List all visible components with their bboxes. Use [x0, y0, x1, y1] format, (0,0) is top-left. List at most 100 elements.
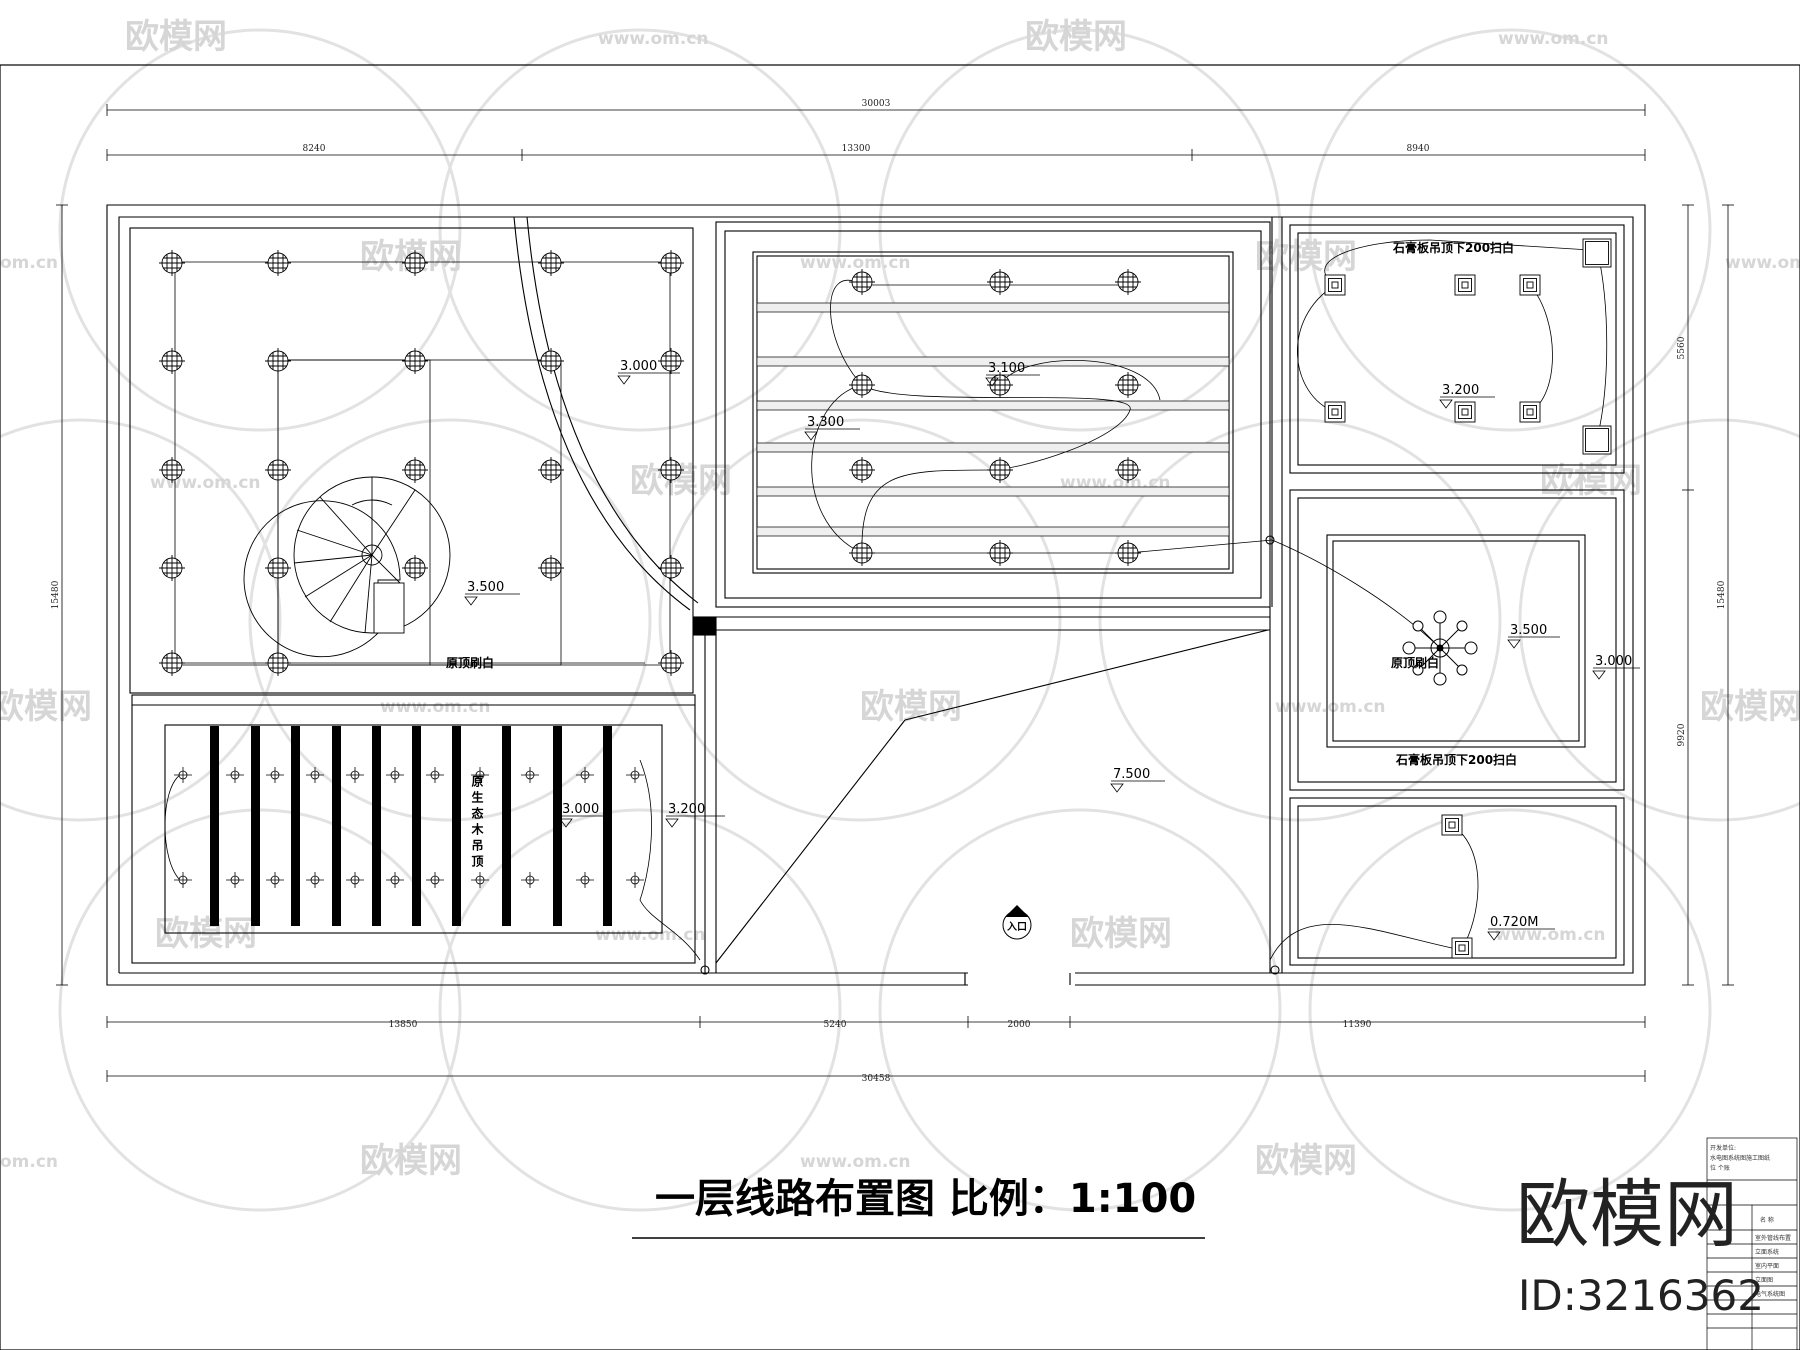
- downlight-icon: [265, 650, 291, 676]
- socket-icon: [386, 767, 404, 783]
- dimension-lines: [56, 104, 1734, 1082]
- downlight-icon: [1115, 372, 1141, 398]
- downlight-icon: [849, 269, 875, 295]
- elev-sw-outer: 3.200: [668, 802, 705, 817]
- dim-top-total: 30003: [862, 99, 891, 109]
- watermark-url: om.cn: [0, 1152, 58, 1172]
- dim-right-lower: 9920: [1677, 723, 1687, 746]
- dim-left: 15480: [51, 580, 61, 609]
- brand-block: 欧模网 ID:3216362: [1516, 1172, 1764, 1320]
- sheet-frame: [0, 64, 1800, 1350]
- downlight-icon: [159, 348, 185, 374]
- socket-icon: [521, 872, 539, 888]
- downlight-icon: [265, 555, 291, 581]
- grille-light-icon: [1582, 238, 1612, 268]
- dim-top-3: 8940: [1407, 144, 1430, 154]
- downlight-icon: [849, 372, 875, 398]
- downlight-icon: [265, 250, 291, 276]
- downlight-icon: [987, 540, 1013, 566]
- chandelier-icon: [1402, 610, 1478, 686]
- watermark-url: www.om.cn: [1725, 253, 1800, 273]
- watermark-url: www.om.cn: [800, 1152, 911, 1172]
- ceiling-notes: 石膏板吊顶下200扫白 石膏板吊顶下200扫白 原顶刷白 原顶刷白 原生态木吊顶: [446, 240, 1517, 871]
- watermark-url: www.om.cn: [380, 697, 491, 717]
- downlight-icon: [265, 457, 291, 483]
- elevation-labels: 3.000 3.500 3.100 3.300 3.200 3.500 3.00…: [467, 359, 1632, 930]
- elev-center-upper: 3.100: [988, 361, 1025, 376]
- watermark-url: www.om.cn: [595, 925, 706, 945]
- dimension-labels: 30003 8240 13300 8940 13850 5240 2000 11…: [51, 99, 1727, 1084]
- watermark-brand: 欧模网: [1025, 17, 1127, 57]
- watermark-url: www.om.cn: [598, 29, 709, 49]
- grille-light-icon: [1451, 937, 1473, 959]
- elevation-marker-icon: [559, 818, 573, 828]
- grille-light-icon: [1582, 425, 1612, 455]
- elev-se-room: 0.720M: [1490, 915, 1538, 930]
- title-block-text: 开发单位: 水电图系统图施工图纸 位 个账 名 称 室外管线布置 立面系统 室内…: [1710, 1144, 1791, 1298]
- note-nw-ceiling: 原顶刷白: [446, 655, 494, 670]
- entrance-label: 入口: [1007, 921, 1027, 933]
- watermark-brand: 欧模网: [360, 1141, 462, 1181]
- socket-icon: [576, 767, 594, 783]
- downlight-icon: [265, 348, 291, 374]
- wood-ceiling-bars: [210, 726, 612, 926]
- elev-east-room: 3.500: [1510, 623, 1547, 638]
- drawing-title: 一层线路布置图 比例：1:100: [632, 1176, 1205, 1239]
- downlight-icon: [849, 457, 875, 483]
- grille-light-icon: [1324, 274, 1346, 296]
- plan-title: 一层线路布置图 比例：1:100: [655, 1176, 1196, 1222]
- dim-top-1: 8240: [303, 144, 326, 154]
- elev-ne-room: 3.200: [1442, 383, 1479, 398]
- watermark-brand: 欧模网: [1255, 1141, 1357, 1181]
- elev-center-left: 3.300: [807, 415, 844, 430]
- socket-icon: [346, 767, 364, 783]
- downlight-icon: [402, 555, 428, 581]
- elevation-marker-icon: [804, 431, 818, 441]
- watermark-url: www.om.cn: [800, 253, 911, 273]
- downlight-icon: [159, 250, 185, 276]
- downlight-icon: [987, 457, 1013, 483]
- tb-row: 立面图: [1755, 1276, 1773, 1284]
- tb-row: 室内平面: [1755, 1262, 1779, 1270]
- socket-icon: [626, 872, 644, 888]
- socket-icon: [471, 872, 489, 888]
- downlight-icon: [987, 372, 1013, 398]
- tb-row: 位 个账: [1710, 1164, 1730, 1172]
- elev-hall: 7.500: [1113, 767, 1150, 782]
- note-ne-ceiling: 石膏板吊顶下200扫白: [1392, 240, 1514, 255]
- downlight-icon: [538, 250, 564, 276]
- socket-icon: [626, 767, 644, 783]
- elevation-marker-icon: [1110, 783, 1124, 793]
- socket-icon: [426, 767, 444, 783]
- socket-icon: [306, 872, 324, 888]
- elevation-marker-icon: [464, 596, 478, 606]
- downlight-icon: [658, 555, 684, 581]
- downlight-icon: [658, 348, 684, 374]
- watermark-text-layer: 欧模网 www.om.cn 欧模网 www.om.cn om.cn 欧模网 ww…: [0, 17, 1800, 1181]
- grille-light-icon: [1454, 274, 1476, 296]
- elevation-marker-icon: [1592, 670, 1606, 680]
- downlight-icon: [159, 555, 185, 581]
- watermark-url: om.cn: [0, 253, 58, 273]
- downlight-icon: [402, 457, 428, 483]
- dim-bottom-3: 2000: [1008, 1020, 1031, 1030]
- downlight-icon: [538, 555, 564, 581]
- socket-icon: [576, 872, 594, 888]
- dim-bottom-1: 13850: [389, 1020, 418, 1030]
- socket-icon: [426, 872, 444, 888]
- socket-layer: [174, 767, 644, 888]
- grille-light-icon: [1324, 401, 1346, 423]
- elevation-marker-icon: [1487, 931, 1501, 941]
- title-block: [1706, 1137, 1798, 1350]
- socket-icon: [226, 767, 244, 783]
- elev-stair-area: 3.500: [467, 580, 504, 595]
- grille-light-icon: [1454, 401, 1476, 423]
- elevation-marker-layer: [464, 375, 1606, 941]
- dim-bottom-2: 5240: [824, 1020, 847, 1030]
- watermark-brand: 欧模网: [1070, 914, 1172, 954]
- dim-right-upper: 5560: [1677, 336, 1687, 359]
- downlight-icon: [849, 540, 875, 566]
- elevation-underlines: [465, 372, 1640, 930]
- watermark-url: www.om.cn: [1275, 697, 1386, 717]
